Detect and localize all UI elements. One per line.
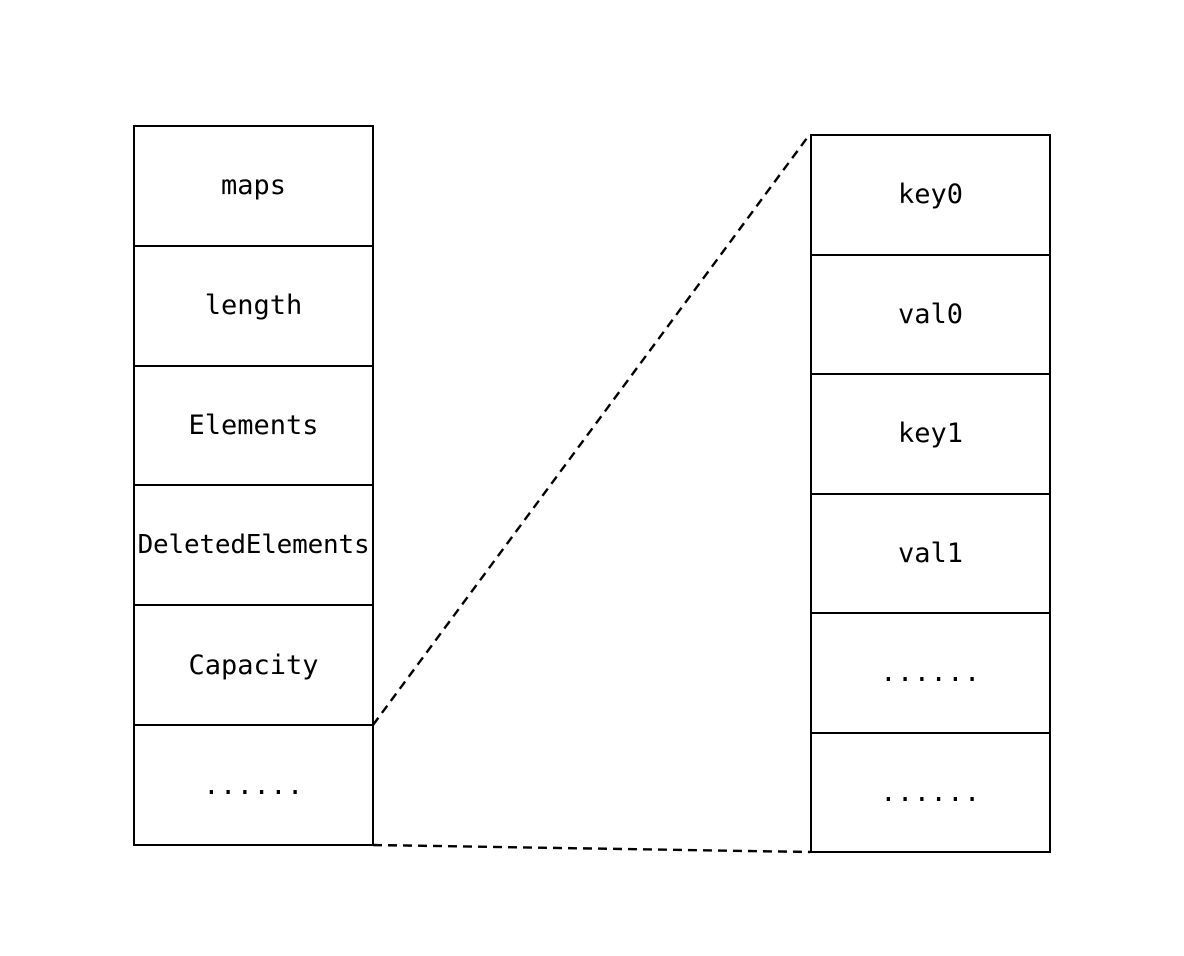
storage-cell-label: val0 — [897, 298, 964, 330]
struct-cell-length: length — [135, 247, 372, 367]
struct-cell-more: ...... — [135, 726, 372, 844]
struct-cell-label: ...... — [203, 769, 304, 801]
struct-cell-label: Capacity — [188, 649, 319, 681]
connector-struct-bottom-to-storage-bottom — [372, 843, 811, 854]
right-struct-box: key0 val0 key1 val1 ...... ...... — [810, 134, 1051, 853]
storage-cell-label: val1 — [897, 537, 964, 569]
storage-cell-key0: key0 — [812, 136, 1049, 256]
storage-cell-label: key0 — [897, 179, 964, 211]
left-struct-box: maps length Elements DeletedElements Cap… — [133, 125, 374, 846]
connector-capacity-to-storage-top — [372, 133, 811, 726]
struct-cell-elements: Elements — [135, 367, 372, 487]
struct-cell-maps: maps — [135, 127, 372, 247]
struct-cell-deleted-elements: DeletedElements — [135, 486, 372, 607]
storage-cell-label: ...... — [880, 776, 981, 808]
storage-cell-key1: key1 — [812, 375, 1049, 495]
storage-cell-val0: val0 — [812, 256, 1049, 375]
struct-cell-label: maps — [220, 170, 287, 202]
struct-cell-label: DeletedElements — [137, 530, 370, 561]
struct-cell-label: Elements — [188, 410, 319, 442]
struct-cell-label: length — [204, 290, 303, 322]
struct-cell-capacity: Capacity — [135, 606, 372, 727]
storage-cell-more-2: ...... — [812, 734, 1049, 852]
storage-cell-label: ...... — [880, 657, 981, 689]
storage-cell-label: key1 — [897, 418, 964, 450]
storage-cell-val1: val1 — [812, 495, 1049, 614]
storage-cell-more-1: ...... — [812, 614, 1049, 734]
